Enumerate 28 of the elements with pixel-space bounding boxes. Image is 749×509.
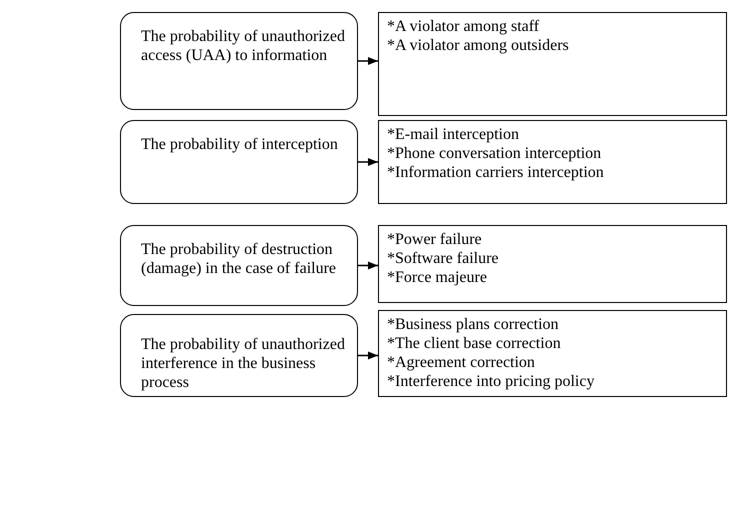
list-item: *A violator among staff — [387, 17, 540, 36]
arrow — [358, 262, 378, 270]
list-box — [378, 310, 727, 397]
list-item: *Business plans correction — [387, 315, 560, 334]
list-box — [378, 225, 727, 303]
list-item: *Power failure — [387, 230, 483, 249]
arrow — [358, 57, 378, 65]
list-item: *Software failure — [387, 249, 500, 268]
list-box — [378, 120, 727, 204]
rounded-box — [120, 12, 358, 110]
box-text: The probability of unauthorized interference in the business process — [141, 335, 346, 392]
arrow — [358, 352, 378, 360]
box-text: The probability of destruction (damage) in the case of failure — [141, 240, 338, 278]
list-item: *A violator among outsiders — [387, 36, 570, 55]
list-item: *Phone conversation interception — [387, 144, 602, 163]
list-item: *Information carriers interception — [387, 163, 605, 182]
rounded-box — [120, 225, 358, 306]
box-text: The probability of unauthorized access (UAA) to information — [141, 27, 346, 65]
list-item: *Agreement correction — [387, 353, 536, 372]
box-text: The probability of interception — [141, 135, 339, 154]
arrow — [358, 158, 378, 166]
rounded-box — [120, 314, 358, 397]
list-item: *The client base correction — [387, 334, 562, 353]
rounded-box — [120, 120, 358, 204]
list-box — [378, 12, 727, 116]
list-item: *E-mail interception — [387, 125, 520, 144]
list-item: *Interference into pricing policy — [387, 372, 596, 391]
list-item: *Force majeure — [387, 268, 488, 287]
